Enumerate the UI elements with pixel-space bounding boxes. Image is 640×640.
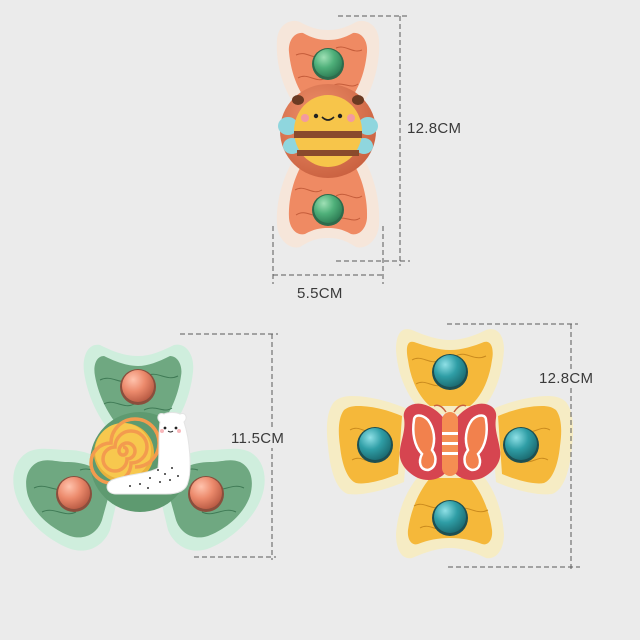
snail-height-label: 11.5CM [230,430,286,448]
bee-bottom-petal [276,150,380,248]
snail-left-bead[interactable] [58,477,90,509]
bee-height-label: 12.8CM [406,120,463,138]
butterfly-spinner[interactable] [326,329,574,559]
butterfly-character [399,403,501,480]
snail-top-bead[interactable] [122,370,154,402]
bee-bottom-bead[interactable] [314,195,342,223]
butterfly-right-bead[interactable] [505,428,537,460]
bee-wing [358,117,378,135]
butterfly-left-bead[interactable] [359,428,391,460]
snail-spinner[interactable] [13,344,265,551]
bee-spinner[interactable] [276,20,380,248]
snail-body [106,412,191,495]
snail-shell [95,423,151,479]
bee-top-petal [276,20,380,111]
bee-character [278,95,378,167]
bee-width-label: 5.5CM [296,285,344,303]
butterfly-bottom-bead[interactable] [434,501,466,533]
snail-character [89,412,191,495]
butterfly-top-bead[interactable] [434,355,466,387]
butterfly-bottom-petal [396,470,504,559]
butterfly-right-petal [490,396,574,495]
bee-wing [278,117,298,135]
bee-top-bead[interactable] [314,49,342,77]
snail-right-bead[interactable] [190,477,222,509]
butterfly-top-petal [396,329,504,414]
butterfly-height-label: 12.8CM [538,370,595,388]
butterfly-left-petal [326,396,410,495]
